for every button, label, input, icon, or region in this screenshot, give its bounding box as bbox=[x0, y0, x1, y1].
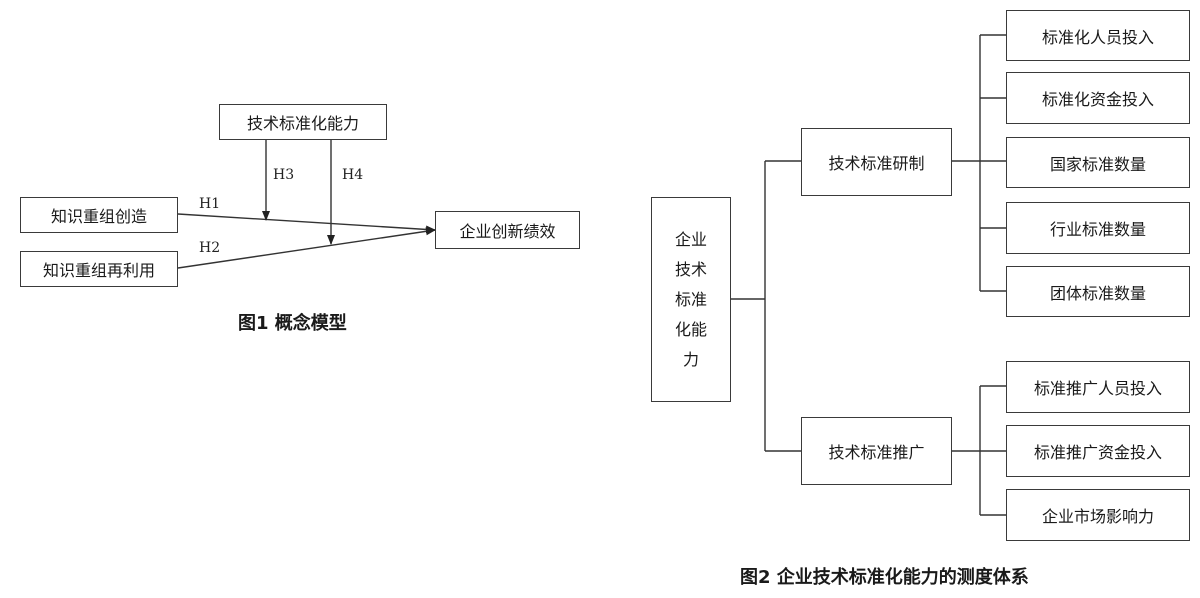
leaf-4: 行业标准数量 bbox=[1006, 202, 1190, 254]
leaf-4-label: 行业标准数量 bbox=[1049, 220, 1146, 239]
fig1-caption: 图1 概念模型 bbox=[238, 313, 347, 334]
leaf-7-label: 标准推广资金投入 bbox=[1033, 443, 1162, 462]
leaf-2-label: 标准化资金投入 bbox=[1041, 90, 1154, 109]
root-line-5: 力 bbox=[682, 349, 699, 369]
leaf-7: 标准推广资金投入 bbox=[1006, 425, 1190, 477]
iv1-box: 知识重组创造 bbox=[20, 197, 178, 233]
leaf-1-label: 标准化人员投入 bbox=[1041, 27, 1154, 47]
root-box: 企业 技术 标准 化能 力 bbox=[651, 197, 731, 402]
root-line-2: 技术 bbox=[674, 259, 707, 279]
dv-label: 企业创新绩效 bbox=[459, 222, 556, 241]
h3-label: H3 bbox=[273, 167, 295, 183]
dv-box: 企业创新绩效 bbox=[435, 211, 580, 249]
leaf-6-label: 标准推广人员投入 bbox=[1033, 379, 1162, 398]
root-line-1: 企业 bbox=[674, 229, 707, 249]
leaf-5: 团体标准数量 bbox=[1006, 266, 1190, 317]
branch2-label: 技术标准推广 bbox=[828, 443, 925, 462]
root-line-4: 化能 bbox=[674, 319, 707, 339]
fig2-caption: 图2 企业技术标准化能力的测度体系 bbox=[740, 567, 1029, 588]
root-line-3: 标准 bbox=[674, 289, 707, 309]
branch1-label: 技术标准研制 bbox=[828, 154, 925, 173]
leaf-8: 企业市场影响力 bbox=[1006, 489, 1190, 541]
branch2-box: 技术标准推广 bbox=[801, 417, 952, 485]
leaf-3-label: 国家标准数量 bbox=[1049, 154, 1146, 174]
h1-label: H1 bbox=[199, 196, 221, 212]
leaf-8-label: 企业市场影响力 bbox=[1041, 507, 1154, 526]
iv2-label: 知识重组再利用 bbox=[42, 261, 155, 280]
h4-label: H4 bbox=[342, 167, 364, 183]
h2-arrow bbox=[177, 227, 436, 269]
moderator-box: 技术标准化能力 bbox=[219, 104, 387, 140]
leaf-1: 标准化人员投入 bbox=[1006, 10, 1190, 61]
moderator-label: 技术标准化能力 bbox=[246, 114, 359, 133]
branch1-box: 技术标准研制 bbox=[801, 128, 952, 196]
leaf-2: 标准化资金投入 bbox=[1006, 72, 1190, 124]
leaf-5-label: 团体标准数量 bbox=[1049, 283, 1146, 303]
leaf-3: 国家标准数量 bbox=[1006, 137, 1190, 188]
leaf-6: 标准推广人员投入 bbox=[1006, 361, 1190, 413]
h2-label: H2 bbox=[199, 240, 221, 256]
iv1-label: 知识重组创造 bbox=[50, 207, 147, 226]
iv2-box: 知识重组再利用 bbox=[20, 251, 178, 287]
h1-arrow bbox=[177, 213, 436, 234]
